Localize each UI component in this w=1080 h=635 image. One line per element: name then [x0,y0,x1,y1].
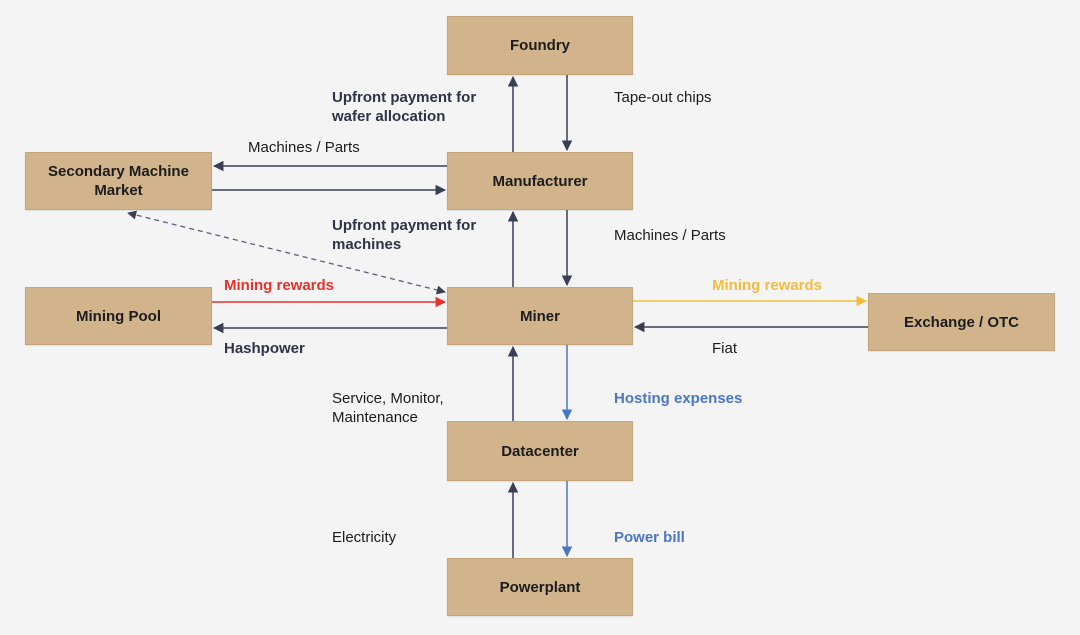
label-mining-rewards-pool: Mining rewards [224,277,335,294]
node-datacenter: Datacenter [447,421,633,481]
node-secondary-machine-market: Secondary Machine Market [25,152,212,210]
label-fiat: Fiat [712,340,738,357]
label-hosting-expenses: Hosting expenses [614,390,743,407]
label-upfront-machines: Upfront payment for machines [332,217,477,253]
label-machines-parts-miner: Machines / Parts [614,227,726,244]
node-powerplant: Powerplant [447,558,633,616]
label-power-bill: Power bill [614,529,685,546]
label-upfront-wafer: Upfront payment for wafer allocation [332,89,477,125]
node-exchange-otc: Exchange / OTC [868,293,1055,351]
label-mining-rewards-exchange: Mining rewards [712,277,823,294]
label-machines-parts-secondary: Machines / Parts [248,139,360,156]
label-hashpower: Hashpower [224,340,305,357]
label-electricity: Electricity [332,529,397,546]
label-service-monitor: Service, Monitor, Maintenance [332,390,444,426]
node-miner: Miner [447,287,633,345]
arrow-secondary-miner-dashed [127,210,446,295]
node-foundry: Foundry [447,16,633,75]
label-tapeout-chips: Tape-out chips [614,89,712,106]
node-manufacturer: Manufacturer [447,152,633,210]
node-mining-pool: Mining Pool [25,287,212,345]
